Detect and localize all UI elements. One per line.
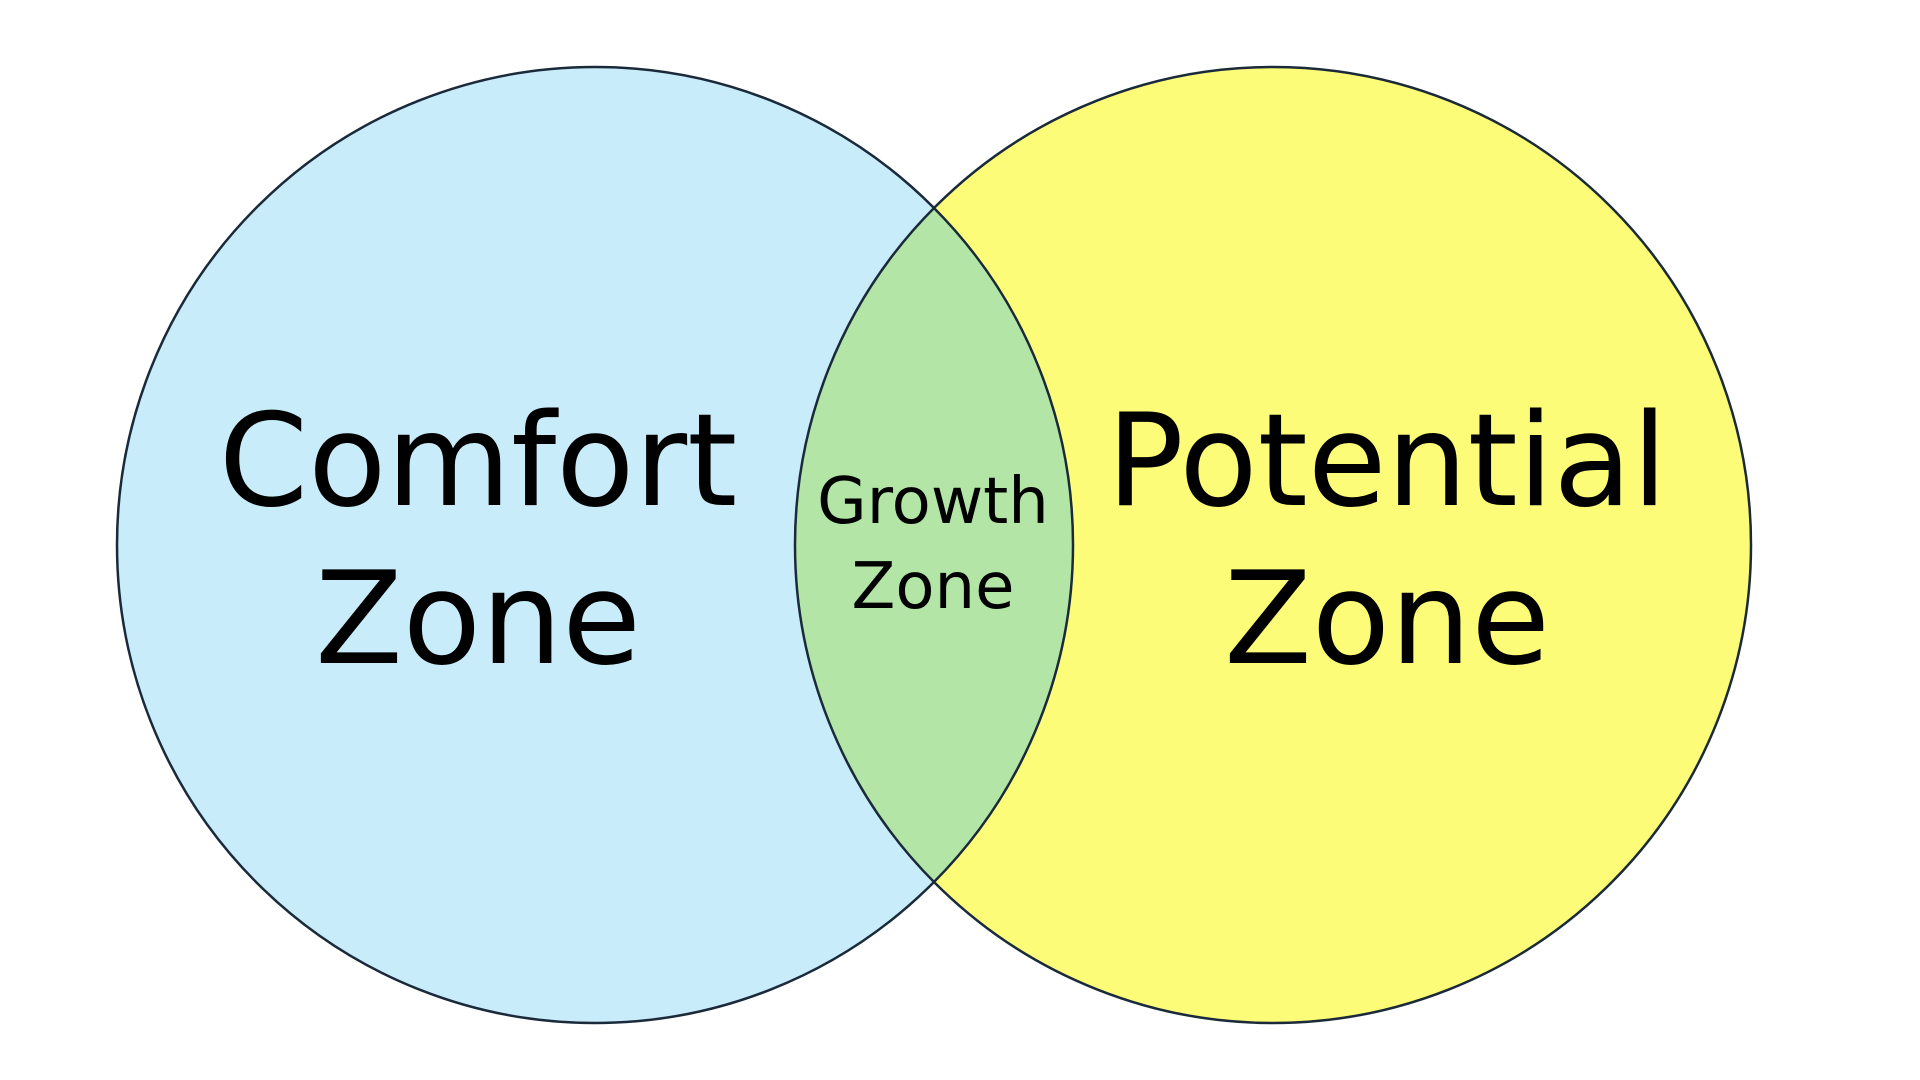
comfort-zone-outline (115, 65, 1075, 1025)
growth-zone-label-line1: Growth (817, 465, 1049, 539)
potential-zone-label-line1: Potential (1107, 387, 1668, 536)
comfort-zone-label-line1: Comfort (219, 387, 738, 536)
potential-zone-outline (793, 65, 1753, 1025)
potential-zone-circle (795, 67, 1751, 1023)
growth-zone-label-line2: Zone (852, 550, 1015, 624)
comfort-zone-circle (117, 67, 1073, 1023)
comfort-zone-label-line2: Zone (315, 545, 641, 694)
potential-zone-label-line2: Zone (1224, 545, 1550, 694)
